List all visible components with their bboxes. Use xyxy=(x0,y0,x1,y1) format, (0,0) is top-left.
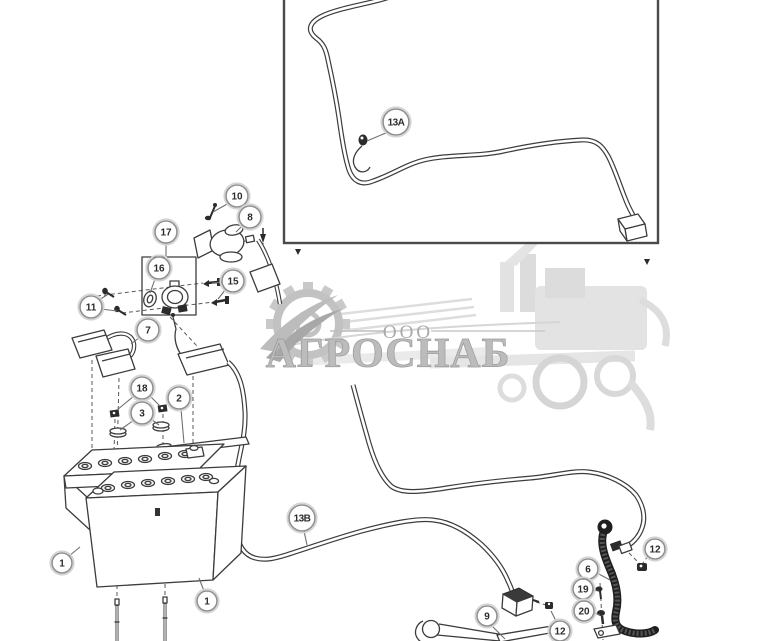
callout-number: 8 xyxy=(247,213,253,224)
callout-number: 12 xyxy=(649,545,661,556)
callout-number: 2 xyxy=(176,394,182,405)
callout-15: 15 xyxy=(211,267,247,300)
solenoid-8 xyxy=(193,224,266,263)
callout-circle xyxy=(382,108,410,136)
callout-circle xyxy=(238,205,262,229)
callout-number: 12 xyxy=(554,627,566,638)
main-drawing xyxy=(63,203,655,641)
callout-circle xyxy=(476,605,498,627)
callout-leader xyxy=(490,624,506,640)
callout-circle xyxy=(51,552,73,574)
callout-leader xyxy=(180,408,185,444)
callout-number: 10 xyxy=(231,192,243,203)
callout-11: 11 xyxy=(77,293,118,321)
callout-1: 1 xyxy=(49,546,81,576)
callout-number: 3 xyxy=(139,409,145,420)
callout-19: 19 xyxy=(570,576,599,602)
callout-circle xyxy=(167,386,191,410)
callout-number: 11 xyxy=(86,303,97,314)
callout-13A: 13A xyxy=(366,106,412,142)
callout-circle xyxy=(549,620,571,641)
battery-cable-boot xyxy=(171,313,230,376)
inset-cable-loop xyxy=(352,145,371,173)
callout-number: 19 xyxy=(577,585,589,596)
callout-number: 20 xyxy=(578,607,590,618)
j-bolts-1 xyxy=(114,596,168,641)
callout-number: 15 xyxy=(227,277,239,288)
callout-number: 18 xyxy=(136,384,148,395)
relay-16 xyxy=(143,280,189,316)
callout-circle xyxy=(288,504,316,532)
callout-circle xyxy=(573,600,595,622)
callout-leader xyxy=(149,395,161,407)
callout-circle xyxy=(154,220,178,244)
callout-number: 17 xyxy=(160,228,172,239)
battery-cable-13B xyxy=(228,362,514,597)
inset-cable-connector xyxy=(617,213,648,242)
callout-circle xyxy=(225,184,249,208)
callout-leader xyxy=(198,577,205,592)
washers-3 xyxy=(109,421,170,438)
callout-17: 17 xyxy=(152,218,180,256)
callout-number: 7 xyxy=(145,326,151,337)
cable-end-boot xyxy=(501,587,540,617)
ground-strap-6 xyxy=(593,519,655,639)
callout-circle xyxy=(196,590,218,612)
battery-front xyxy=(85,465,247,588)
callout-circle xyxy=(136,318,160,342)
watermark-company-name: АГРОСНАБ xyxy=(266,331,511,377)
callout-13B: 13B xyxy=(286,502,318,546)
screw-19 xyxy=(595,586,603,600)
wing-nuts-18 xyxy=(109,404,168,418)
inset-border xyxy=(282,0,660,245)
callout-circle xyxy=(644,538,666,560)
mount-box-17 xyxy=(141,256,197,316)
callout-12: 12 xyxy=(547,610,573,641)
callout-leader xyxy=(116,395,135,411)
reference-marker xyxy=(295,249,301,255)
callout-circle xyxy=(147,256,171,280)
callout-12: 12 xyxy=(642,536,668,564)
battery-label-mark xyxy=(155,508,160,516)
nut-12-right xyxy=(637,563,647,571)
watermark-company-prefix: ООО xyxy=(383,322,433,343)
callout-leader xyxy=(149,278,156,294)
watermark-logo: ООО АГРОСНАБ xyxy=(260,238,670,431)
gear-logo-icon xyxy=(260,282,561,366)
screw-20 xyxy=(597,610,605,625)
callout-16: 16 xyxy=(145,254,173,294)
callout-number: 1 xyxy=(204,597,210,608)
callout-number: 1 xyxy=(59,559,65,570)
harness-end-clamp xyxy=(609,540,633,555)
callout-9: 9 xyxy=(474,603,506,640)
callout-leader xyxy=(550,610,557,622)
callout-number: 6 xyxy=(585,565,591,576)
callout-1: 1 xyxy=(194,577,220,614)
nut-12-bottom xyxy=(545,602,553,609)
callout-circle xyxy=(130,401,154,425)
callout-number: 9 xyxy=(484,612,490,623)
screw-10 xyxy=(204,203,217,221)
callout-circle xyxy=(79,295,103,319)
callout-leader xyxy=(212,202,230,213)
callout-leader xyxy=(366,131,389,142)
callout-3: 3 xyxy=(119,399,160,431)
jumper-cable-7 xyxy=(71,329,135,378)
reference-marker xyxy=(644,259,650,265)
callout-circle xyxy=(130,376,154,400)
callout-2: 2 xyxy=(165,384,193,444)
callout-10: 10 xyxy=(212,182,251,213)
callout-20: 20 xyxy=(571,598,601,624)
inset-view xyxy=(282,0,660,245)
harness-clip xyxy=(358,134,368,146)
solenoid-stub-cable xyxy=(249,240,280,304)
callout-number: 13B xyxy=(294,514,311,525)
callout-circle xyxy=(221,269,245,293)
callout-number: 16 xyxy=(153,264,165,275)
callout-8: 8 xyxy=(235,203,264,233)
callout-number: 13A xyxy=(388,118,405,129)
callout-7: 7 xyxy=(130,316,162,345)
